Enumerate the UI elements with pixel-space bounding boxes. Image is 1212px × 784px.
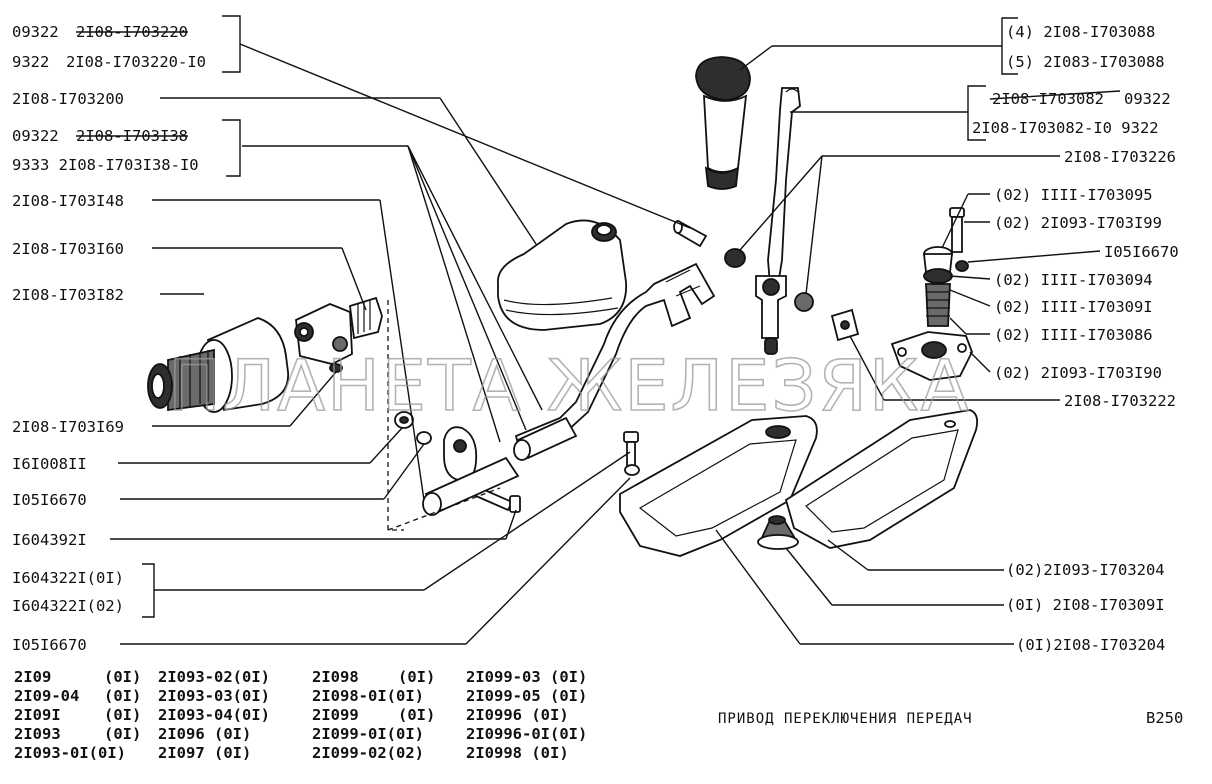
- damper-part: [147, 317, 289, 413]
- bracket-1703220: [222, 15, 241, 73]
- watermark-text: ПЛАНЕТА ЖЕЛЕЗЯКА: [168, 345, 971, 427]
- parts-drawing: [147, 56, 979, 557]
- label-02-1111-1703094: (02) IIII-I703094: [994, 271, 1153, 289]
- label-09322-a: 09322: [12, 23, 59, 41]
- left-callout-labels: 09322 2I08-I703220 9322 2I08-I703220-I0 …: [12, 15, 241, 654]
- table-cell: (0I): [398, 668, 435, 686]
- table-cell: 2I093-04(0I): [158, 706, 270, 724]
- table-cell: (0I): [104, 668, 141, 686]
- table-cell: 2I093-03(0I): [158, 687, 270, 705]
- label-01-2108-1703091: (0I) 2I08-I70309I: [1006, 596, 1165, 614]
- table-cell: 2I093: [14, 725, 61, 743]
- shift-knob-part: [695, 56, 751, 190]
- table-cell: 2I09: [14, 668, 51, 686]
- label-16043221-01: I604322I(0I): [12, 569, 124, 587]
- table-cell: 2I097 (0I): [158, 744, 251, 762]
- table-cell: 2I093-0I(0I): [14, 744, 126, 762]
- lever-boot-part: [497, 219, 627, 331]
- table-cell: 2I099-02(02): [312, 744, 424, 762]
- bolt-center-part: [623, 431, 640, 476]
- label-02-21093-1703204: (02)2I093-I703204: [1006, 561, 1165, 579]
- table-cell: 2I099-05 (0I): [466, 687, 587, 705]
- right-callout-labels: (4) 2I08-I703088 (5) 2I083-I703088 2I08-…: [967, 17, 1179, 654]
- label-01-2108-1703204: (0I)2I08-I703204: [1016, 636, 1165, 654]
- bracket-1604322: [142, 563, 155, 618]
- rod-tubes-part: [422, 416, 578, 516]
- table-cell: 2I099-03 (0I): [466, 668, 587, 686]
- label-10516670-a: I05I6670: [12, 491, 87, 509]
- page-code: В250: [1146, 709, 1183, 727]
- table-cell: 2I099-0I(0I): [312, 725, 424, 743]
- table-cell: 2I098-0I(0I): [312, 687, 424, 705]
- table-cell: (0I): [104, 725, 141, 743]
- table-cell: 2I0998 (0I): [466, 744, 569, 762]
- bracket-1703138: [222, 119, 241, 177]
- label-02-1111-1703086: (02) IIII-I703086: [994, 326, 1153, 344]
- table-cell: (0I): [398, 706, 435, 724]
- label-02-21093-1703199: (02) 2I093-I703I99: [994, 214, 1162, 232]
- table-cell: 2I09-04: [14, 687, 79, 705]
- small-bracket-part: [830, 308, 860, 342]
- shift-lever-part: [755, 87, 801, 355]
- label-02-1111-1703095: (02) IIII-I703095: [994, 186, 1153, 204]
- label-2108-1703082-10-9322: 2I08-I703082-I0 9322: [972, 119, 1159, 137]
- table-cell: 2I096 (0I): [158, 725, 251, 743]
- lever-pin-part: [673, 220, 814, 312]
- diagram-title: ПРИВОД ПЕРЕКЛЮЧЕНИЯ ПЕРЕДАЧ: [718, 711, 973, 727]
- console-frame-right-part: [784, 409, 979, 549]
- rubber-cone-part: [757, 515, 799, 550]
- label-02-21093-1703190: (02) 2I093-I703I90: [994, 364, 1162, 382]
- label-2108-1703169: 2I08-I703I69: [12, 418, 124, 436]
- leader-lines: [110, 43, 1101, 645]
- table-cell: 2I099: [312, 706, 359, 724]
- label-2108-1703182: 2I08-I703I82: [12, 286, 124, 304]
- label-2108-1703222: 2I08-I703222: [1064, 392, 1176, 410]
- label-02-1111-1703091: (02) IIII-I70309I: [994, 298, 1153, 316]
- label-16043921: I604392I: [12, 531, 87, 549]
- table-cell: (0I): [104, 706, 141, 724]
- label-09322-right: 09322: [1124, 90, 1171, 108]
- support-stack-part: [890, 207, 973, 381]
- applicability-table: 2I09 (0I) 2I093-02(0I) 2I098 (0I) 2I099-…: [14, 668, 587, 762]
- table-cell: (0I): [104, 687, 141, 705]
- label-2108-1703226: 2I08-I703226: [1064, 148, 1176, 166]
- label-10516670-right: I05I6670: [1104, 243, 1179, 261]
- table-cell: 2I098: [312, 668, 359, 686]
- label-16100811: I6I008II: [12, 455, 87, 473]
- table-cell: 2I0996-0I(0I): [466, 725, 587, 743]
- label-9333-2108-1703138-10: 9333 2I08-I703I38-I0: [12, 156, 199, 174]
- label-2108-1703082-superseded: 2I08-I703082: [992, 90, 1104, 108]
- console-frame-left-part: [619, 415, 818, 557]
- label-2108-1703160: 2I08-I703I60: [12, 240, 124, 258]
- table-cell: 2I093-02(0I): [158, 668, 270, 686]
- bracket-1703082: [967, 85, 986, 141]
- table-cell: 2I0996 (0I): [466, 706, 569, 724]
- strike-through: [989, 90, 1121, 100]
- label-10516670-b: I05I6670: [12, 636, 87, 654]
- label-16043221-02: I604322I(02): [12, 597, 124, 615]
- label-5-21083-1703088: (5) 2I083-I703088: [1006, 53, 1165, 71]
- label-09322-c: 09322: [12, 127, 59, 145]
- label-4-2108-1703088: (4) 2I08-I703088: [1006, 23, 1155, 41]
- label-9322-a: 9322: [12, 53, 49, 71]
- clamp-part: [294, 296, 383, 373]
- label-2108-1703200: 2I08-I703200: [12, 90, 124, 108]
- label-2108-1703220-10: 2I08-I703220-I0: [66, 53, 206, 71]
- table-cell: 2I09I: [14, 706, 61, 724]
- label-2108-1703148: 2I08-I703I48: [12, 192, 124, 210]
